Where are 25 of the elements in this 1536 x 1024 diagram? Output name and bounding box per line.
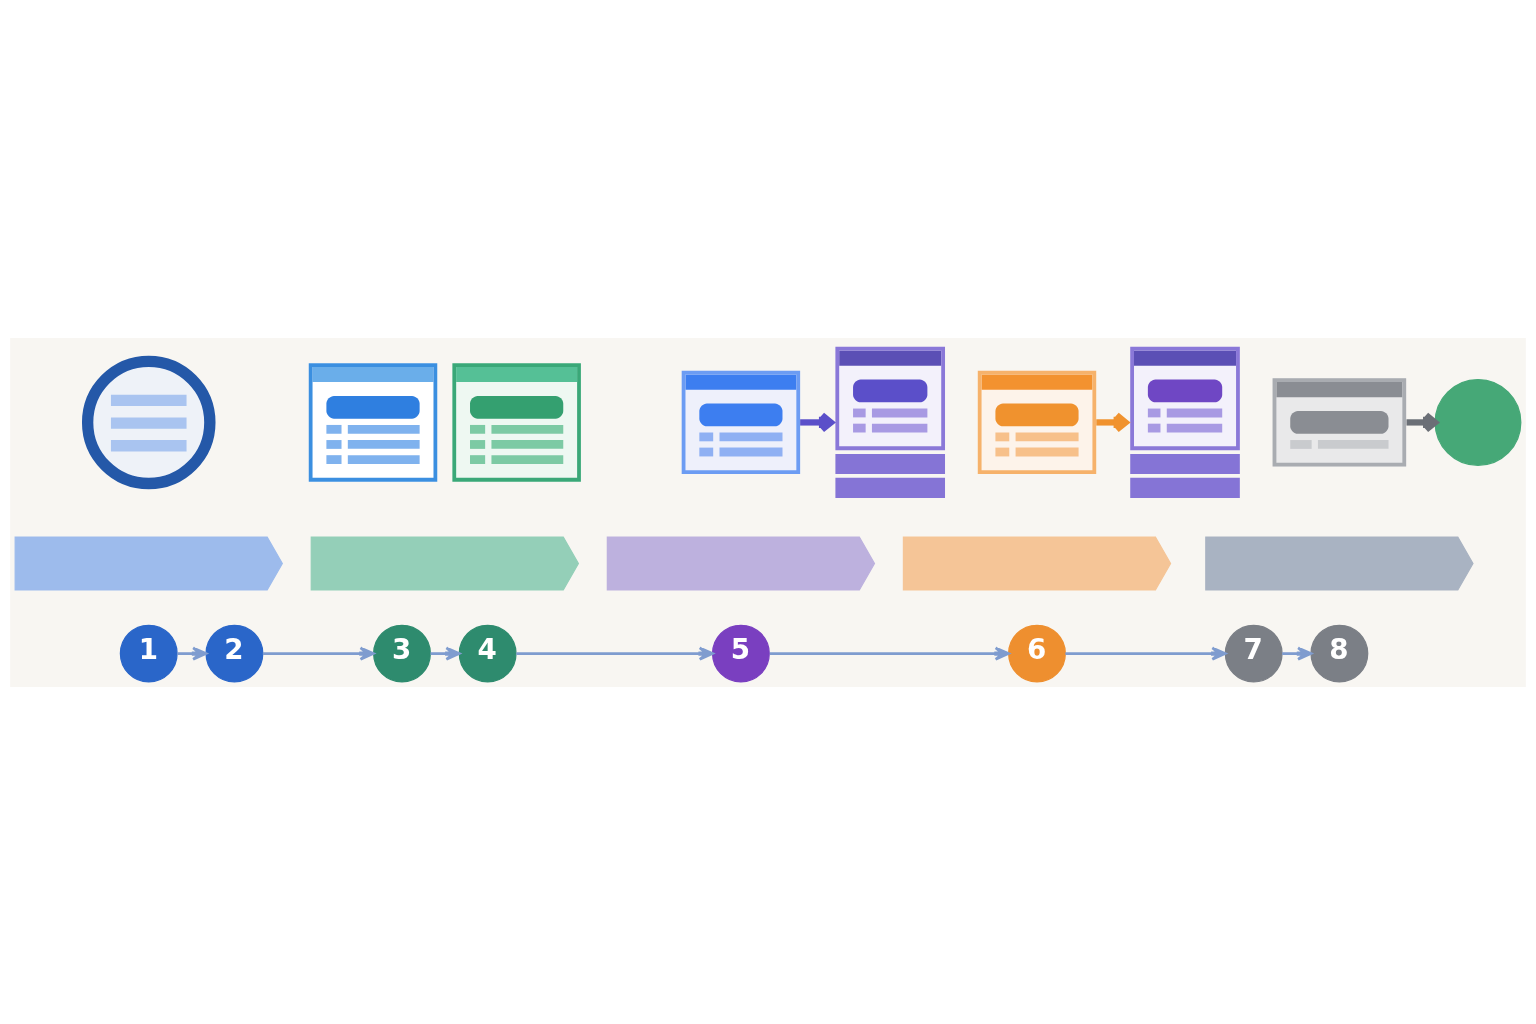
node-circle: 5	[711, 624, 770, 683]
arrow	[1065, 646, 1227, 661]
node-bar	[1205, 535, 1474, 591]
node-circle	[1434, 378, 1522, 466]
arrow	[1096, 411, 1129, 433]
arrow	[262, 646, 375, 661]
arrow	[800, 411, 835, 433]
node-circle: 6	[1008, 624, 1066, 683]
arrow	[516, 646, 714, 661]
node-circle: 3	[373, 624, 431, 683]
node-picture	[81, 355, 216, 489]
node-bar	[310, 535, 580, 591]
node-bar	[14, 535, 284, 591]
node-circle: 1	[119, 624, 178, 683]
node-circle: 7	[1224, 624, 1283, 683]
arrow	[769, 646, 1010, 661]
node-bar	[902, 535, 1172, 591]
arrow	[1282, 646, 1313, 661]
node-bar	[606, 535, 876, 591]
node-circle: 4	[458, 624, 517, 683]
node-circle: 8	[1310, 624, 1369, 683]
arrow	[1406, 411, 1439, 433]
node-circle: 2	[205, 624, 264, 683]
arrow	[177, 646, 208, 661]
arrow	[430, 646, 461, 661]
